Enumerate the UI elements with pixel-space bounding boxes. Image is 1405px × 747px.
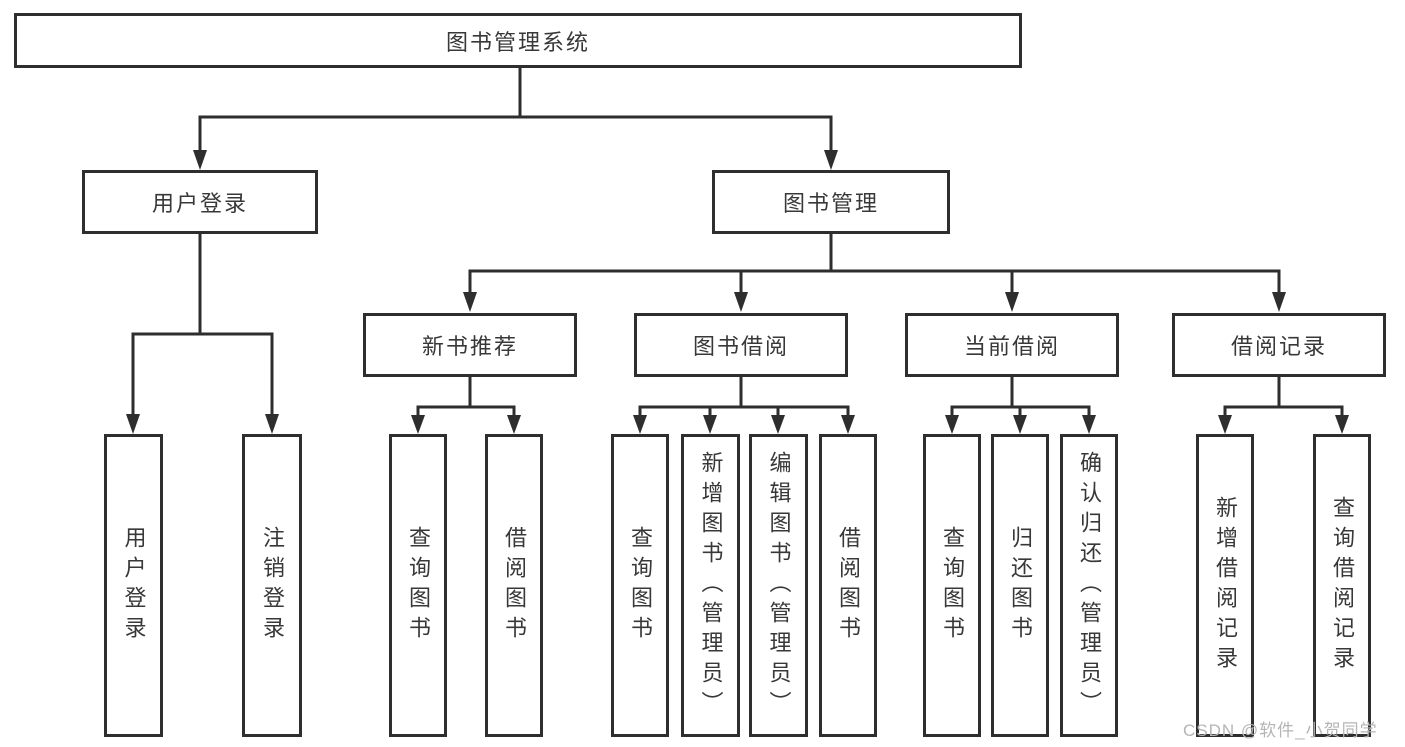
node-label: 归还图书 [1008, 525, 1033, 646]
node-label: 图书管理 [782, 191, 879, 216]
node-label: 查询图书 [940, 525, 965, 646]
node-new-book-recommend: 新书推荐 [363, 313, 577, 377]
node-borrow-record: 借阅记录 [1172, 313, 1386, 377]
node-label: 借阅图书 [836, 525, 861, 646]
leaf-record-add: 新增借阅记录 [1196, 434, 1254, 737]
leaf-borrow-edit-books-admin: 编辑图书（管理员） [749, 434, 808, 737]
node-label: 借阅图书 [502, 525, 527, 646]
leaf-borrow-borrow-books: 借阅图书 [819, 434, 877, 737]
node-current-borrow: 当前借阅 [905, 313, 1119, 377]
leaf-current-confirm-return-admin: 确认归还（管理员） [1060, 434, 1118, 737]
node-label: 新增图书（管理员） [698, 450, 724, 721]
csdn-watermark: CSDN @软件_小贺同学 [1183, 721, 1378, 740]
leaf-logout: 注销登录 [242, 434, 302, 737]
node-label: 用户登录 [121, 525, 147, 646]
node-label: 查询借阅记录 [1330, 495, 1355, 676]
node-label: 确认归还（管理员） [1077, 450, 1102, 721]
node-label: 当前借阅 [963, 334, 1060, 359]
node-label: 新书推荐 [421, 334, 518, 359]
node-book-borrow: 图书借阅 [634, 313, 848, 377]
node-label: 查询图书 [406, 525, 431, 646]
node-label: 编辑图书（管理员） [766, 450, 792, 721]
node-label: 图书借阅 [692, 334, 789, 359]
leaf-newbook-query-books: 查询图书 [389, 434, 447, 737]
leaf-borrow-query-books: 查询图书 [611, 434, 669, 737]
node-label: 注销登录 [260, 525, 285, 646]
node-label: 新增借阅记录 [1213, 495, 1238, 676]
leaf-current-query-books: 查询图书 [923, 434, 981, 737]
node-label: 借阅记录 [1230, 334, 1327, 359]
node-label: 查询图书 [628, 525, 653, 646]
leaf-borrow-add-books-admin: 新增图书（管理员） [681, 434, 740, 737]
node-label: 用户登录 [151, 191, 248, 216]
node-root: 图书管理系统 [14, 13, 1022, 68]
leaf-current-return-books: 归还图书 [991, 434, 1049, 737]
leaf-newbook-borrow-books: 借阅图书 [485, 434, 543, 737]
node-book-management: 图书管理 [712, 170, 950, 234]
leaf-user-login: 用户登录 [104, 434, 163, 737]
node-label: 图书管理系统 [445, 29, 590, 55]
node-user-login: 用户登录 [82, 170, 318, 234]
leaf-record-query: 查询借阅记录 [1313, 434, 1371, 737]
